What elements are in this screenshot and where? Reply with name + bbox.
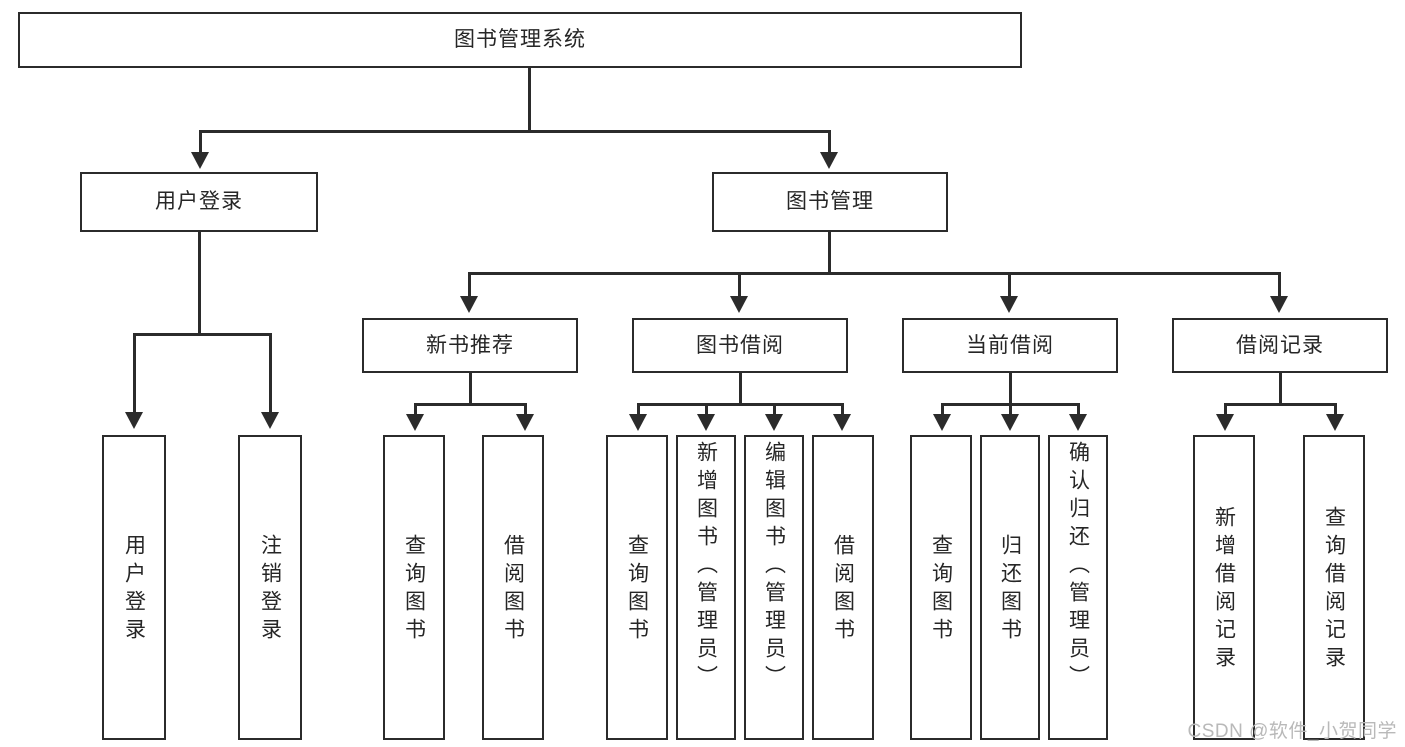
leaf-bookborrow-query-book[interactable]: 查询图书 [606, 435, 668, 740]
arrow-bookmgmt-c3 [1000, 296, 1018, 313]
connector-bookmgmt-c1 [468, 272, 471, 297]
leaf-label: 确认归还（管理员） [1066, 441, 1090, 693]
node-user-login[interactable]: 用户登录 [80, 172, 318, 232]
connector-currentborrow-leaf3 [1077, 403, 1080, 415]
arrow-to-bookmgmt [820, 152, 838, 169]
arrow-borrowrecord-leaf2 [1326, 414, 1344, 431]
leaf-label: 借阅图书 [501, 533, 525, 646]
leaf-user-logout[interactable]: 注销登录 [238, 435, 302, 740]
connector-bookmgmt-c2 [738, 272, 741, 297]
node-new-book-recommend[interactable]: 新书推荐 [362, 318, 578, 373]
leaf-newbook-borrow-book[interactable]: 借阅图书 [482, 435, 544, 740]
leaf-label: 新增图书（管理员） [694, 441, 718, 693]
node-borrow-record[interactable]: 借阅记录 [1172, 318, 1388, 373]
node-label: 借阅记录 [1236, 333, 1324, 357]
arrow-bookmgmt-c1 [460, 296, 478, 313]
arrow-currentborrow-leaf3 [1069, 414, 1087, 431]
connector-bookborrow-leaf2 [705, 403, 708, 415]
node-label: 当前借阅 [966, 333, 1054, 357]
connector-bookborrow-leaf1 [637, 403, 640, 415]
connector-bookmgmt-c3 [1008, 272, 1011, 297]
connector-currentborrow-leaf1 [941, 403, 944, 415]
connector-newbook-down [469, 373, 472, 405]
node-label: 图书借阅 [696, 333, 784, 357]
arrow-newbook-leaf2 [516, 414, 534, 431]
connector-bookborrow-bus [637, 403, 841, 406]
arrow-bookborrow-leaf1 [629, 414, 647, 431]
arrow-bookborrow-leaf4 [833, 414, 851, 431]
arrow-to-userlogin [191, 152, 209, 169]
connector-borrowrecord-bus [1224, 403, 1334, 406]
node-label: 图书管理系统 [454, 28, 586, 52]
node-label: 图书管理 [786, 190, 874, 214]
node-book-borrow[interactable]: 图书借阅 [632, 318, 848, 373]
leaf-label: 查询借阅记录 [1322, 505, 1346, 674]
leaf-borrowrecord-query-record[interactable]: 查询借阅记录 [1303, 435, 1365, 740]
connector-bookborrow-leaf3 [773, 403, 776, 415]
leaf-borrowrecord-add-record[interactable]: 新增借阅记录 [1193, 435, 1255, 740]
leaf-label: 用户登录 [122, 533, 146, 646]
node-label: 用户登录 [155, 190, 243, 214]
arrow-userlogin-leaf1 [125, 412, 143, 429]
connector-borrowrecord-down [1279, 373, 1282, 405]
arrow-bookborrow-leaf2 [697, 414, 715, 431]
connector-root-down [528, 68, 531, 132]
connector-bookmgmt-down [828, 232, 831, 274]
leaf-bookborrow-add-book-admin[interactable]: 新增图书（管理员） [676, 435, 736, 740]
node-root-system[interactable]: 图书管理系统 [18, 12, 1022, 68]
leaf-label: 归还图书 [998, 533, 1022, 646]
node-current-borrow[interactable]: 当前借阅 [902, 318, 1118, 373]
connector-newbook-leaf1 [414, 403, 417, 415]
connector-root-bus [199, 130, 830, 133]
connector-borrowrecord-leaf2 [1334, 403, 1337, 415]
connector-borrowrecord-leaf1 [1224, 403, 1227, 415]
connector-root-to-userlogin [199, 130, 202, 153]
connector-userlogin-leaf1 [133, 333, 136, 413]
node-book-management[interactable]: 图书管理 [712, 172, 948, 232]
leaf-label: 注销登录 [258, 533, 282, 646]
connector-currentborrow-down [1009, 373, 1012, 405]
leaf-label: 查询图书 [929, 533, 953, 646]
leaf-label: 编辑图书（管理员） [762, 441, 786, 693]
connector-currentborrow-leaf2 [1009, 403, 1012, 415]
leaf-bookborrow-borrow-book[interactable]: 借阅图书 [812, 435, 874, 740]
leaf-bookborrow-edit-book-admin[interactable]: 编辑图书（管理员） [744, 435, 804, 740]
arrow-userlogin-leaf2 [261, 412, 279, 429]
leaf-label: 新增借阅记录 [1212, 505, 1236, 674]
connector-bookmgmt-c4 [1278, 272, 1281, 297]
connector-bookborrow-leaf4 [841, 403, 844, 415]
leaf-currentborrow-query-book[interactable]: 查询图书 [910, 435, 972, 740]
leaf-newbook-query-book[interactable]: 查询图书 [383, 435, 445, 740]
leaf-user-login[interactable]: 用户登录 [102, 435, 166, 740]
leaf-currentborrow-return-book[interactable]: 归还图书 [980, 435, 1040, 740]
arrow-bookmgmt-c2 [730, 296, 748, 313]
arrow-currentborrow-leaf1 [933, 414, 951, 431]
leaf-label: 查询图书 [402, 533, 426, 646]
leaf-label: 查询图书 [625, 533, 649, 646]
arrow-bookborrow-leaf3 [765, 414, 783, 431]
connector-bookmgmt-bus [468, 272, 1280, 275]
arrow-newbook-leaf1 [406, 414, 424, 431]
node-label: 新书推荐 [426, 333, 514, 357]
arrow-currentborrow-leaf2 [1001, 414, 1019, 431]
connector-userlogin-leaf2 [269, 333, 272, 413]
connector-newbook-leaf2 [524, 403, 527, 415]
connector-root-to-bookmgmt [828, 130, 831, 153]
connector-newbook-bus [414, 403, 524, 406]
connector-bookborrow-down [739, 373, 742, 405]
leaf-currentborrow-confirm-return-admin[interactable]: 确认归还（管理员） [1048, 435, 1108, 740]
arrow-borrowrecord-leaf1 [1216, 414, 1234, 431]
watermark-text: CSDN @软件_小贺同学 [1187, 721, 1397, 742]
connector-userlogin-bus [133, 333, 270, 336]
connector-userlogin-down [198, 232, 201, 335]
leaf-label: 借阅图书 [831, 533, 855, 646]
arrow-bookmgmt-c4 [1270, 296, 1288, 313]
